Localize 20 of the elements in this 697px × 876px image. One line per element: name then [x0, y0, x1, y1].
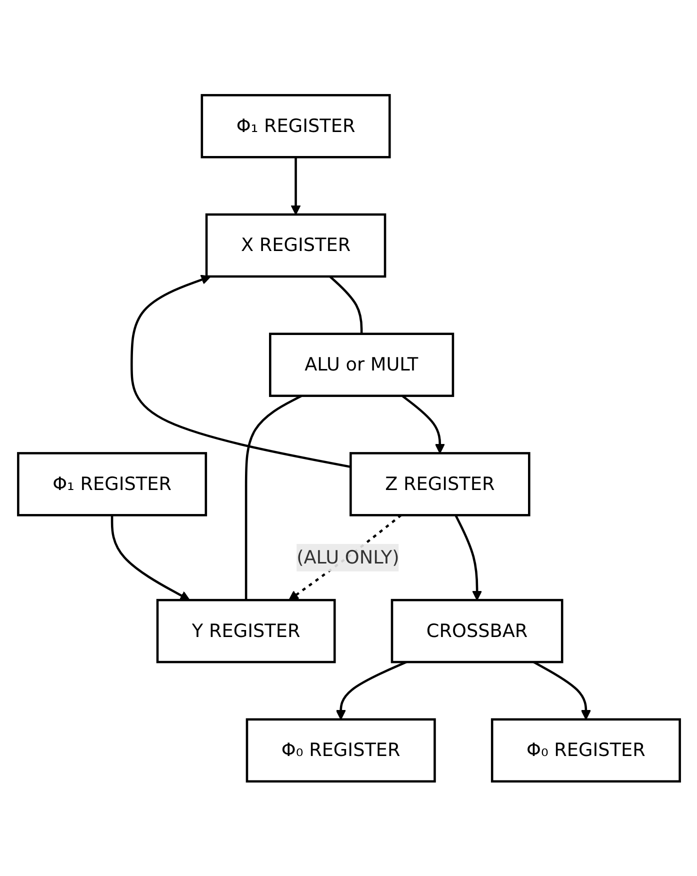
node-box: Φ₀ REGISTER [490, 718, 680, 782]
node-box: X REGISTER [204, 213, 386, 278]
node-box: ALU or MULT [268, 332, 454, 397]
arrow [454, 514, 482, 600]
edge-label: (ALU ONLY) [296, 546, 399, 568]
arrow [130, 274, 350, 468]
connector [328, 275, 362, 334]
node-box: Z REGISTER [349, 452, 530, 516]
node-box: CROSSBAR [390, 598, 563, 663]
arrow [110, 514, 190, 600]
node-box: Y REGISTER [156, 598, 336, 663]
arrow [532, 660, 590, 720]
node-box: Φ₁ REGISTER [200, 94, 390, 158]
arrow [288, 514, 402, 600]
node-box: Φ₁ REGISTER [16, 452, 207, 516]
arrow [335, 660, 406, 720]
node-box: Φ₀ REGISTER [245, 718, 436, 782]
connector [244, 394, 302, 600]
arrow [290, 156, 300, 215]
arrow [401, 394, 444, 454]
